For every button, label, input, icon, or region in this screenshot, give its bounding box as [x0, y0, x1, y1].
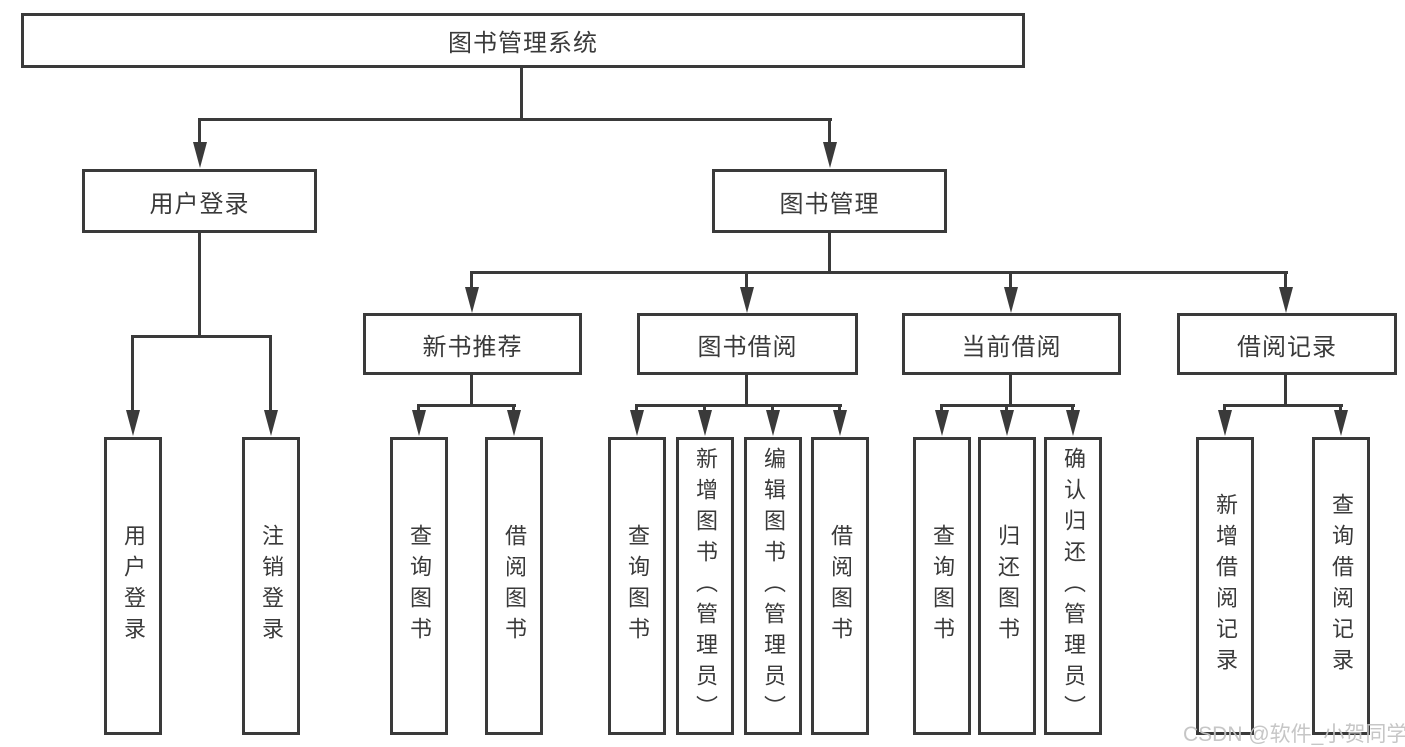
node-leaf-bb-query-books: 查询图书 — [608, 437, 666, 735]
connector-book-borrowing-branch — [635, 404, 842, 407]
node-leaf-bb-add-books-label: 新增图书（管理员） — [693, 446, 718, 726]
node-leaf-br-query-record: 查询借阅记录 — [1312, 437, 1370, 735]
node-leaf-cb-confirm-return-label: 确认归还（管理员） — [1061, 446, 1086, 726]
arrowhead-nbr-borrow — [507, 410, 521, 436]
node-leaf-logout: 注销登录 — [242, 437, 300, 735]
node-leaf-bb-query-books-label: 查询图书 — [625, 524, 650, 648]
node-leaf-nbr-query-books: 查询图书 — [390, 437, 448, 735]
node-leaf-br-query-record-label: 查询借阅记录 — [1329, 493, 1354, 679]
node-leaf-cb-return-books: 归还图书 — [978, 437, 1036, 735]
connector-current-borrowing-stem — [1009, 375, 1012, 407]
node-new-book-recommend: 新书推荐 — [363, 313, 582, 375]
node-leaf-nbr-borrow-books-label: 借阅图书 — [502, 524, 527, 648]
arrowhead-book-management — [823, 142, 837, 168]
node-leaf-cb-return-books-label: 归还图书 — [995, 524, 1020, 648]
arrowhead-bb-query — [630, 410, 644, 436]
node-leaf-user-login-label: 用户登录 — [121, 524, 146, 648]
connector-to-new-book-recommend — [470, 271, 473, 289]
arrowhead-cb-confirm — [1066, 410, 1080, 436]
connector-to-current-borrowing — [1009, 271, 1012, 289]
node-current-borrowing: 当前借阅 — [902, 313, 1121, 375]
node-borrowing-records: 借阅记录 — [1177, 313, 1397, 375]
node-leaf-cb-query-books: 查询图书 — [913, 437, 971, 735]
node-user-login: 用户登录 — [82, 169, 317, 233]
node-leaf-user-login: 用户登录 — [104, 437, 162, 735]
connector-to-cb-confirm — [1071, 404, 1074, 412]
node-current-borrowing-label: 当前借阅 — [961, 333, 1062, 361]
connector-user-login-branch — [131, 335, 272, 338]
arrowhead-cb-return — [1000, 410, 1014, 436]
arrowhead-borrowing-records — [1279, 287, 1293, 313]
arrowhead-br-add — [1218, 410, 1232, 436]
arrowhead-user-login — [193, 142, 207, 168]
connector-borrowing-records-stem — [1284, 375, 1287, 407]
node-leaf-bb-borrow-books-label: 借阅图书 — [828, 524, 853, 648]
node-user-login-label: 用户登录 — [149, 190, 250, 218]
connector-new-book-recommend-stem — [470, 375, 473, 407]
node-leaf-bb-edit-books: 编辑图书（管理员） — [744, 437, 802, 735]
connector-book-management-branch — [470, 271, 1288, 274]
node-borrowing-records-label: 借阅记录 — [1237, 333, 1337, 361]
connector-to-book-borrowing — [745, 271, 748, 289]
node-root-label: 图书管理系统 — [448, 30, 598, 57]
arrowhead-book-borrowing — [740, 287, 754, 313]
node-leaf-bb-borrow-books: 借阅图书 — [811, 437, 869, 735]
node-leaf-cb-query-books-label: 查询图书 — [930, 524, 955, 648]
connector-to-login — [131, 335, 134, 412]
arrowhead-new-book-recommend — [465, 287, 479, 313]
arrowhead-logout — [264, 410, 278, 436]
arrowhead-login — [126, 410, 140, 436]
connector-to-cb-return — [1005, 404, 1008, 412]
connector-book-management-stem — [828, 232, 831, 274]
connector-root-branch — [198, 118, 832, 121]
connector-to-bb-add — [703, 404, 706, 412]
csdn-watermark: CSDN @软件_小贺同学 — [1183, 723, 1405, 746]
connector-to-bb-edit — [771, 404, 774, 412]
connector-book-borrowing-stem — [745, 375, 748, 407]
node-book-management: 图书管理 — [712, 169, 947, 233]
node-leaf-nbr-borrow-books: 借阅图书 — [485, 437, 543, 735]
node-leaf-cb-confirm-return: 确认归还（管理员） — [1044, 437, 1102, 735]
connector-root-to-book-management — [828, 118, 831, 146]
connector-to-bb-query — [635, 404, 638, 412]
connector-root-to-user-login — [198, 118, 201, 146]
connector-to-borrowing-records — [1284, 271, 1287, 289]
node-book-management-label: 图书管理 — [779, 190, 880, 218]
arrowhead-bb-edit — [766, 410, 780, 436]
arrowhead-bb-add — [698, 410, 712, 436]
connector-to-br-add — [1223, 404, 1226, 412]
node-leaf-br-add-record: 新增借阅记录 — [1196, 437, 1254, 735]
connector-user-login-stem — [198, 233, 201, 338]
node-book-borrowing-label: 图书借阅 — [697, 333, 798, 361]
node-leaf-nbr-query-books-label: 查询图书 — [407, 524, 432, 648]
connector-to-bb-borrow — [838, 404, 841, 412]
arrowhead-cb-query — [935, 410, 949, 436]
arrowhead-nbr-query — [412, 410, 426, 436]
arrowhead-br-query — [1334, 410, 1348, 436]
node-leaf-bb-add-books: 新增图书（管理员） — [676, 437, 734, 735]
node-book-borrowing: 图书借阅 — [637, 313, 858, 375]
arrowhead-bb-borrow — [833, 410, 847, 436]
arrowhead-current-borrowing — [1004, 287, 1018, 313]
connector-to-nbr-borrow — [512, 404, 515, 412]
connector-new-book-recommend-branch — [417, 404, 516, 407]
node-root: 图书管理系统 — [21, 13, 1025, 68]
connector-to-logout — [269, 335, 272, 412]
node-leaf-br-add-record-label: 新增借阅记录 — [1213, 493, 1238, 679]
connector-borrowing-records-branch — [1223, 404, 1343, 407]
node-leaf-bb-edit-books-label: 编辑图书（管理员） — [761, 446, 786, 726]
node-leaf-logout-label: 注销登录 — [259, 524, 284, 648]
connector-root-stem — [520, 68, 523, 121]
connector-to-br-query — [1339, 404, 1342, 412]
connector-to-cb-query — [940, 404, 943, 412]
node-new-book-recommend-label: 新书推荐 — [422, 333, 523, 361]
connector-to-nbr-query — [417, 404, 420, 412]
